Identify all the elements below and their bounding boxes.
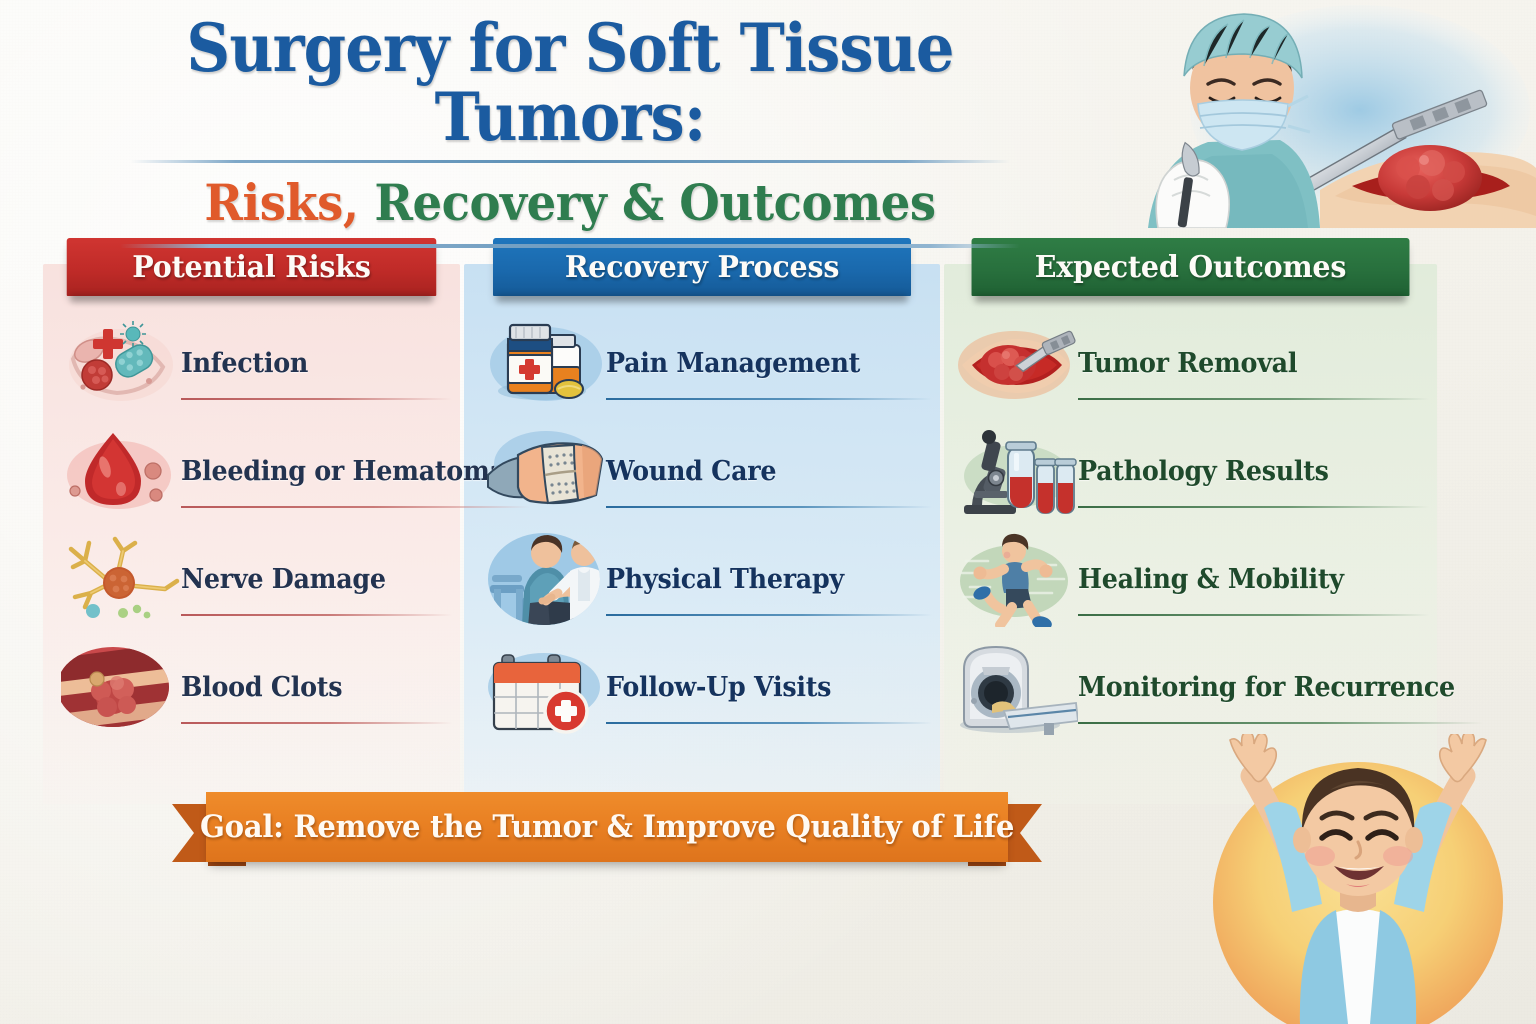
happy-patient-arms-raised-illustration: [1213, 734, 1503, 1024]
bandage-icon: [486, 423, 606, 519]
item-body: Follow-Up Visits: [606, 634, 940, 740]
item-underline: [181, 722, 452, 724]
item-label: Tumor Removal: [1078, 347, 1298, 379]
item-underline: [1078, 722, 1483, 724]
running-person-icon: [958, 531, 1078, 627]
item-body: Pain Management: [606, 310, 940, 416]
item-underline: [1078, 614, 1429, 616]
list-item[interactable]: Bleeding or Hematoma: [43, 418, 531, 524]
outcome-items-list: Tumor Removal: [944, 300, 1483, 740]
item-underline: [606, 614, 932, 616]
recovery-items-list: Pain Management: [464, 300, 940, 740]
list-item[interactable]: Pathology Results: [944, 418, 1437, 524]
title-divider-bottom: [120, 243, 1020, 248]
item-label: Pathology Results: [1078, 455, 1329, 487]
bacteria-red-cross-icon: [61, 315, 181, 411]
item-underline: [606, 398, 932, 400]
banner-label: Recovery Process: [564, 249, 840, 285]
list-item[interactable]: Wound Care: [464, 418, 940, 524]
microscope-test-tubes-icon: [958, 423, 1078, 519]
title-divider-top: [130, 159, 1010, 163]
item-body: Tumor Removal: [1078, 310, 1437, 416]
item-body: Monitoring for Recurrence: [1078, 634, 1491, 740]
list-item[interactable]: Monitoring for Recurrence: [944, 634, 1483, 740]
list-item[interactable]: Healing & Mobility: [944, 526, 1437, 632]
surgeon-with-scalpel-and-tumor-illustration: [1148, 5, 1536, 228]
list-item[interactable]: Follow-Up Visits: [464, 634, 940, 740]
item-body: Blood Clots: [181, 634, 460, 740]
list-item[interactable]: Physical Therapy: [464, 526, 940, 632]
item-label: Blood Clots: [181, 671, 343, 703]
item-body: Nerve Damage: [181, 526, 460, 632]
subtitle-recovery-outcomes: Recovery & Outcomes: [358, 172, 936, 232]
item-label: Infection: [181, 347, 309, 379]
item-body: Wound Care: [606, 418, 940, 524]
mri-scanner-icon: [958, 639, 1078, 735]
item-body: Pathology Results: [1078, 418, 1437, 524]
item-label: Follow-Up Visits: [606, 671, 832, 703]
risk-items-list: Infection: [43, 300, 531, 740]
item-label: Pain Management: [606, 347, 861, 379]
page-title: Surgery for Soft Tissue Tumors:: [186, 9, 954, 157]
item-underline: [181, 614, 452, 616]
item-label: Nerve Damage: [181, 563, 386, 595]
item-label: Physical Therapy: [606, 563, 844, 595]
scalpel-tumor-incision-icon: [958, 315, 1078, 411]
item-underline: [606, 722, 932, 724]
page-subtitle: Risks, Recovery & Outcomes: [40, 173, 1100, 232]
item-label: Bleeding or Hematoma: [181, 455, 506, 487]
calendar-medical-icon: [486, 639, 606, 735]
nerve-cell-icon: [61, 531, 181, 627]
item-body: Physical Therapy: [606, 526, 940, 632]
blood-drop-icon: [61, 423, 181, 519]
item-underline: [606, 506, 932, 508]
column-potential-risks: Potential Risks: [43, 238, 531, 804]
therapist-patient-icon: [486, 531, 606, 627]
list-item[interactable]: Infection: [43, 310, 460, 416]
ribbon-body: Goal: Remove the Tumor & Improve Quality…: [200, 792, 1014, 862]
banner-label: Potential Risks: [132, 249, 371, 285]
goal-ribbon[interactable]: Goal: Remove the Tumor & Improve Quality…: [172, 792, 1042, 868]
item-label: Wound Care: [606, 455, 777, 487]
list-item[interactable]: Blood Clots: [43, 634, 460, 740]
goal-ribbon-text: Goal: Remove the Tumor & Improve Quality…: [199, 809, 1015, 845]
item-underline: [181, 398, 452, 400]
item-body: Healing & Mobility: [1078, 526, 1437, 632]
list-item[interactable]: Nerve Damage: [43, 526, 460, 632]
blood-clot-vessel-icon: [61, 639, 181, 735]
pill-bottles-icon: [486, 315, 606, 411]
list-item[interactable]: Pain Management: [464, 310, 940, 416]
item-body: Infection: [181, 310, 460, 416]
item-label: Healing & Mobility: [1078, 563, 1344, 595]
page-header: Surgery for Soft Tissue Tumors: Risks, R…: [0, 9, 1140, 248]
list-item[interactable]: Tumor Removal: [944, 310, 1437, 416]
item-label: Monitoring for Recurrence: [1078, 671, 1455, 703]
columns-container: Potential Risks: [0, 238, 1536, 804]
banner-label: Expected Outcomes: [1034, 249, 1347, 285]
subtitle-risks: Risks,: [204, 172, 359, 232]
column-recovery-process: Recovery Process: [464, 238, 940, 804]
column-expected-outcomes: Expected Outcomes: [944, 238, 1483, 804]
item-underline: [1078, 506, 1429, 508]
item-underline: [1078, 398, 1429, 400]
